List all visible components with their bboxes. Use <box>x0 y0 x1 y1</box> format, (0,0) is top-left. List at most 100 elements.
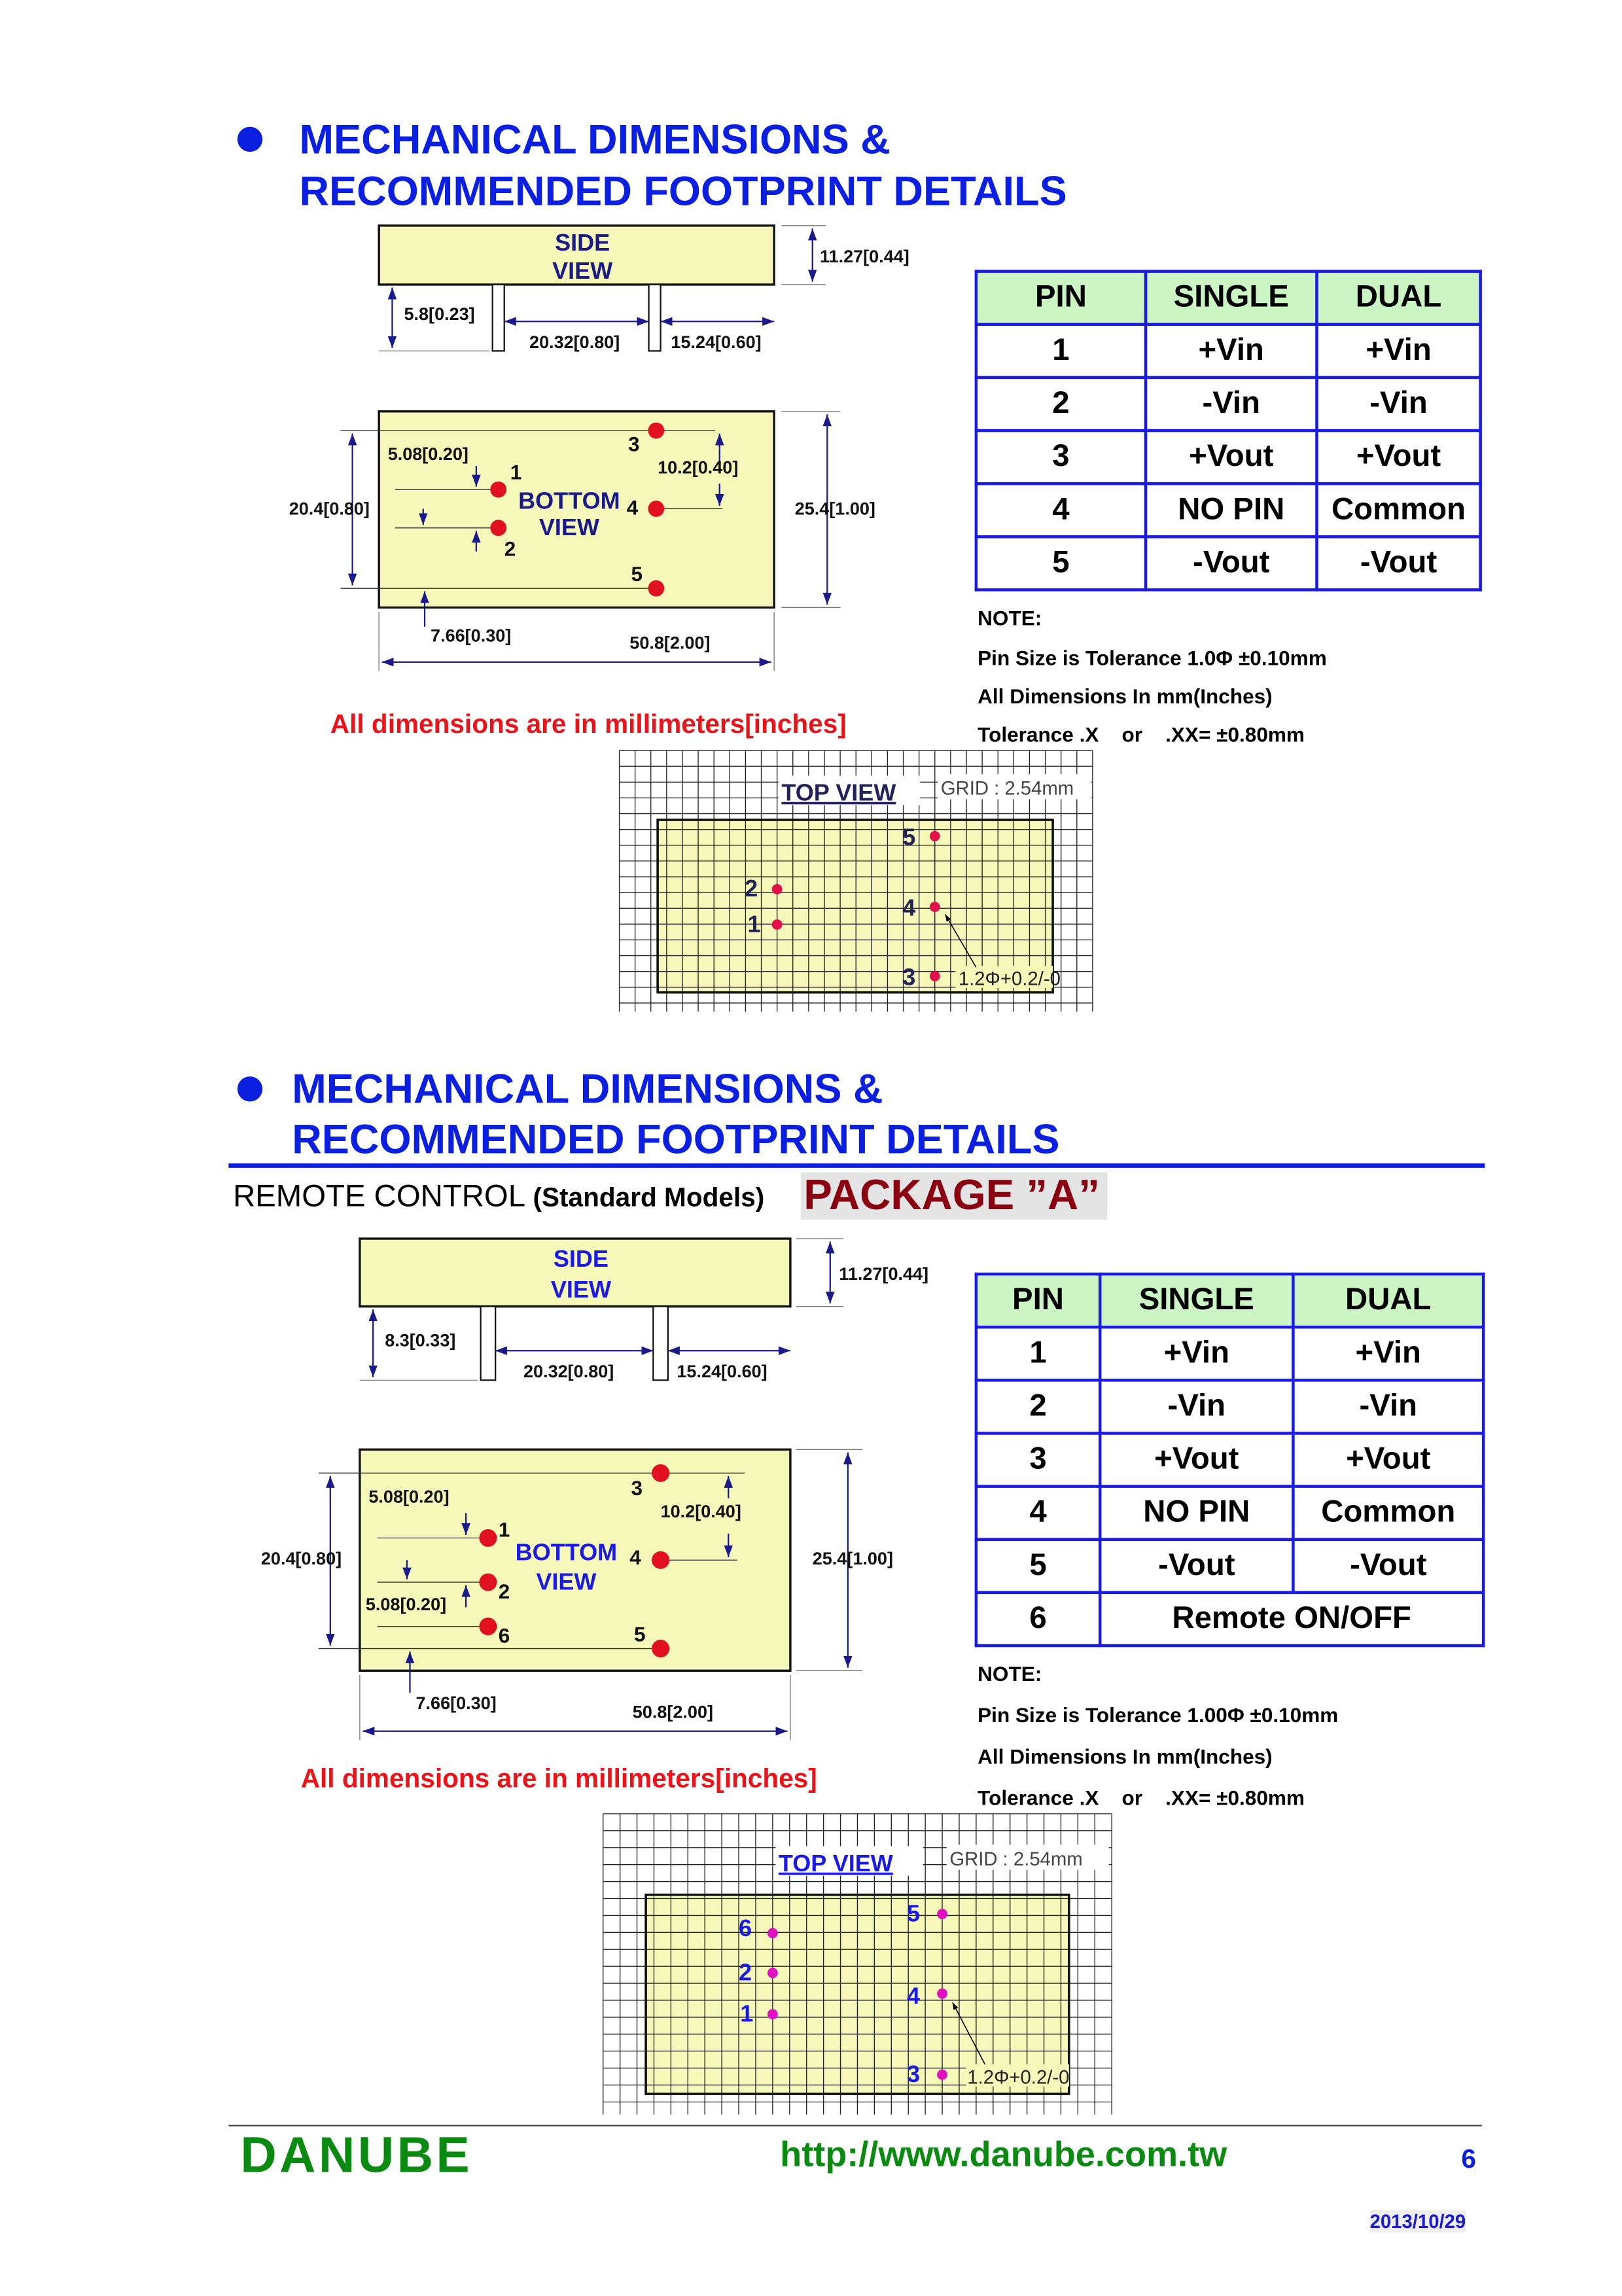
pin-hole <box>479 1573 497 1591</box>
cell: -Vout <box>1098 1538 1295 1595</box>
cell: +Vout <box>1098 1432 1295 1488</box>
note-line: All Dimensions In mm(Inches) <box>978 684 1273 708</box>
pin-hole <box>648 422 665 439</box>
section2-title-line2: RECOMMENDED FOOTPRINT DETAILS <box>292 1116 1060 1162</box>
cell: 6 <box>974 1591 1102 1648</box>
cell: -Vin <box>1098 1379 1295 1435</box>
header-pin: PIN <box>974 270 1148 327</box>
pin-label: 5 <box>907 1899 920 1926</box>
cell: Common <box>1315 482 1482 539</box>
pin-label: 5 <box>902 823 915 850</box>
side-view-label: SIDE <box>555 229 610 256</box>
cell: Remote ON/OFF <box>1098 1591 1485 1648</box>
pin-label: 1 <box>740 2000 753 2027</box>
units-note: All dimensions are in millimeters[inches… <box>330 709 847 739</box>
dim-pin-pitch: 20.32[0.80] <box>529 332 620 352</box>
section2-title-line1: MECHANICAL DIMENSIONS & <box>292 1066 883 1112</box>
s1-side-view: SIDE VIEW 11.27[0.44] 5.8[0.23] 20.32[0.… <box>378 224 909 352</box>
pin-hole <box>652 1464 670 1482</box>
bottom-view-label: VIEW <box>539 514 599 540</box>
note-line: Tolerance .X or .XX= ±0.80mm <box>978 722 1305 747</box>
cell: 5 <box>974 535 1148 592</box>
header-pin: PIN <box>974 1272 1102 1329</box>
note-line: Pin Size is Tolerance 1.00Φ ±0.10mm <box>978 1703 1339 1727</box>
note-line: Pin Size is Tolerance 1.0Φ ±0.10mm <box>978 646 1327 670</box>
cell: -Vout <box>1144 535 1318 592</box>
cell: +Vin <box>1098 1325 1295 1382</box>
divider <box>228 1163 1485 1168</box>
cell: 2 <box>974 1379 1102 1435</box>
dim-edge-offset: 15.24[0.60] <box>677 1362 767 1381</box>
subtitle: REMOTE CONTROL (Standard Models) <box>233 1180 764 1215</box>
pin-label: 5 <box>631 562 643 586</box>
cell: 1 <box>974 1325 1102 1382</box>
pin-label: 5 <box>634 1622 646 1646</box>
pin-label: 3 <box>631 1476 643 1500</box>
cell: +Vin <box>1315 323 1482 380</box>
pin-label: 3 <box>902 963 915 990</box>
table-row: 2-Vin-Vin <box>974 376 1482 433</box>
pin-hole <box>490 520 507 537</box>
footer-divider <box>228 2125 1482 2127</box>
hole-size: 1.2Φ+0.2/-0 <box>967 2066 1069 2088</box>
dim-span: 20.4[0.80] <box>261 1549 342 1568</box>
dim-pin-3-4: 10.2[0.40] <box>661 1502 741 1521</box>
hole-size: 1.2Φ+0.2/-0 <box>959 968 1061 989</box>
dim-pin-spacing: 5.08[0.20] <box>368 1487 449 1506</box>
cell: +Vin <box>1144 323 1318 380</box>
pin-label: 1 <box>510 460 522 484</box>
units-note: All dimensions are in millimeters[inches… <box>300 1763 817 1793</box>
cell: -Vin <box>1315 376 1482 433</box>
dim-pin-pitch: 20.32[0.80] <box>523 1362 614 1381</box>
bottom-view-label: BOTTOM <box>518 487 620 514</box>
pin-hole <box>771 919 783 930</box>
dim-length: 50.8[2.00] <box>629 633 710 653</box>
note-heading: NOTE: <box>978 606 1042 630</box>
cell: NO PIN <box>1144 482 1318 539</box>
dim-width: 25.4[1.00] <box>813 1549 893 1568</box>
s2-side-view: SIDE VIEW 11.27[0.44] 8.3[0.33] 20.32[0.… <box>359 1237 928 1381</box>
subtitle-models: (Standard Models) <box>533 1182 765 1212</box>
subtitle-text: REMOTE CONTROL <box>233 1179 533 1214</box>
side-view-label: VIEW <box>552 257 612 284</box>
s2-top-view: TOP VIEW GRID : 2.54mm 1 2 3 4 5 6 1.2Φ+… <box>603 1813 1112 2115</box>
side-view-label: VIEW <box>551 1276 611 1303</box>
header-single: SINGLE <box>1144 270 1318 327</box>
table-row: 1+Vin+Vin <box>974 323 1482 380</box>
dim-edge-offset: 15.24[0.60] <box>671 332 761 352</box>
page-number: 6 <box>1461 2144 1476 2174</box>
table-row: 5-Vout-Vout <box>974 535 1482 592</box>
website-link[interactable]: http://www.danube.com.tw <box>780 2135 1227 2176</box>
note-line: All Dimensions In mm(Inches) <box>978 1744 1273 1769</box>
dim-pin-3-4: 10.2[0.40] <box>658 457 738 477</box>
dim-pin-spacing: 5.08[0.20] <box>366 1595 446 1614</box>
note-line: Tolerance .X or .XX= ±0.80mm <box>978 1786 1305 1810</box>
cell: NO PIN <box>1098 1485 1295 1542</box>
pin-hole <box>937 1988 947 1999</box>
cell: 3 <box>974 1432 1102 1488</box>
pin-hole <box>929 970 940 981</box>
pin-hole <box>929 830 940 841</box>
s1-bottom-view: 1 2 3 4 5 BOTTOM VIEW 5.08[0.20] 10.2[0.… <box>289 410 875 671</box>
cell: +Vin <box>1292 1325 1485 1382</box>
pin-hole <box>771 884 783 894</box>
top-view-label: TOP VIEW <box>779 1850 893 1877</box>
pin-hole <box>479 1528 497 1547</box>
table-row: 1+Vin+Vin <box>974 1325 1485 1382</box>
cell: -Vout <box>1292 1538 1485 1595</box>
cell: 4 <box>974 1485 1102 1542</box>
pin-hole <box>652 1551 670 1569</box>
header-dual: DUAL <box>1315 270 1482 327</box>
bottom-view-label: BOTTOM <box>516 1538 618 1565</box>
cell: 3 <box>974 429 1148 486</box>
cell: +Vout <box>1144 429 1318 486</box>
bullet-icon <box>237 126 263 152</box>
cell: +Vout <box>1292 1432 1485 1488</box>
dim-height: 11.27[0.44] <box>820 247 909 266</box>
